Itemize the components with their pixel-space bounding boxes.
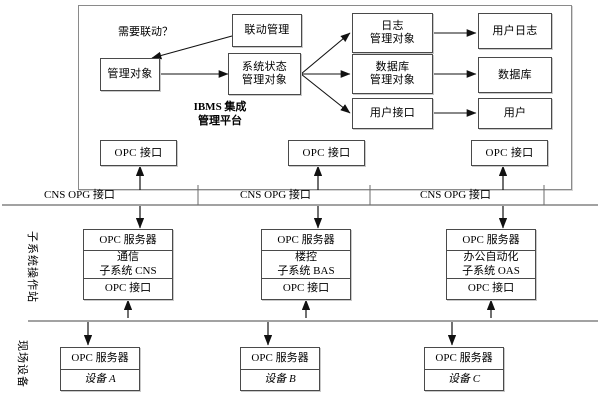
bus-label-3: CNS OPG 接口 bbox=[420, 189, 491, 201]
subsystem-bas[interactable]: OPC 服务器 楼控 子系统 BAS OPC 接口 bbox=[261, 229, 351, 300]
box-platform-opc-interface-3-label: OPC 接口 bbox=[485, 146, 534, 159]
box-platform-opc-interface-2-label: OPC 接口 bbox=[302, 146, 351, 159]
annotation-need-linkage: 需要联动？ bbox=[118, 26, 173, 38]
subsystem-oas-name: 办公自动化 子系统 OAS bbox=[447, 251, 535, 279]
device-b-label: 设备 B bbox=[264, 373, 296, 386]
box-platform-opc-interface-2[interactable]: OPC 接口 bbox=[288, 140, 365, 166]
box-user[interactable]: 用户 bbox=[478, 98, 552, 129]
device-c[interactable]: OPC 服务器 设备 C bbox=[424, 347, 504, 391]
box-log-manage-object-line2: 管理对象 bbox=[369, 33, 416, 45]
box-database-label: 数据库 bbox=[498, 68, 532, 81]
subsystem-oas[interactable]: OPC 服务器 办公自动化 子系统 OAS OPC 接口 bbox=[446, 229, 536, 300]
subsystem-cns-server: OPC 服务器 bbox=[84, 230, 172, 252]
box-platform-opc-interface-3[interactable]: OPC 接口 bbox=[471, 140, 548, 166]
device-b[interactable]: OPC 服务器 设备 B bbox=[240, 347, 320, 391]
ibms-platform-container bbox=[78, 5, 572, 190]
box-user-interface[interactable]: 用户接口 bbox=[352, 98, 433, 129]
box-user-log[interactable]: 用户日志 bbox=[478, 13, 552, 49]
box-system-state-object-line2: 管理对象 bbox=[241, 74, 288, 86]
bus-label-2: CNS OPG 接口 bbox=[240, 189, 311, 201]
box-manage-object-label: 管理对象 bbox=[107, 68, 153, 81]
device-a-server: OPC 服务器 bbox=[61, 348, 139, 370]
device-c-server: OPC 服务器 bbox=[425, 348, 503, 370]
box-db-manage-object[interactable]: 数据库 管理对象 bbox=[352, 54, 433, 94]
side-label-field-devices: 现场设备 bbox=[16, 340, 28, 388]
box-database[interactable]: 数据库 bbox=[478, 57, 552, 93]
ibms-caption-line1: IBMS 集成 bbox=[193, 101, 247, 113]
box-system-state-object-line1: 系统状态 bbox=[241, 61, 288, 74]
subsystem-cns[interactable]: OPC 服务器 通信 子系统 CNS OPC 接口 bbox=[83, 229, 173, 300]
box-user-label: 用户 bbox=[503, 107, 527, 120]
device-a[interactable]: OPC 服务器 设备 A bbox=[60, 347, 140, 391]
device-c-label: 设备 C bbox=[447, 373, 481, 386]
side-label-subsystem-station: 子系统操作站 bbox=[26, 231, 38, 303]
subsystem-oas-server: OPC 服务器 bbox=[447, 230, 535, 252]
subsystem-cns-interface: OPC 接口 bbox=[104, 282, 152, 295]
device-b-server: OPC 服务器 bbox=[241, 348, 319, 370]
box-db-manage-object-line2: 管理对象 bbox=[369, 74, 416, 86]
box-manage-object[interactable]: 管理对象 bbox=[100, 58, 160, 91]
box-linkage-manage-label: 联动管理 bbox=[244, 24, 290, 37]
box-user-interface-label: 用户接口 bbox=[369, 107, 416, 120]
box-user-log-label: 用户日志 bbox=[492, 24, 538, 37]
box-system-state-object[interactable]: 系统状态 管理对象 bbox=[228, 53, 301, 95]
box-db-manage-object-line1: 数据库 bbox=[375, 61, 410, 74]
subsystem-bas-server: OPC 服务器 bbox=[262, 230, 350, 252]
box-log-manage-object[interactable]: 日志 管理对象 bbox=[352, 13, 433, 53]
box-platform-opc-interface-1-label: OPC 接口 bbox=[114, 146, 163, 159]
ibms-caption-line2: 管理平台 bbox=[198, 115, 242, 127]
box-log-manage-object-line1: 日志 bbox=[381, 20, 404, 33]
box-linkage-manage[interactable]: 联动管理 bbox=[232, 14, 302, 47]
bus-label-1: CNS OPG 接口 bbox=[44, 189, 115, 201]
box-platform-opc-interface-1[interactable]: OPC 接口 bbox=[100, 140, 177, 166]
subsystem-oas-interface: OPC 接口 bbox=[467, 282, 515, 295]
subsystem-bas-name: 楼控 子系统 BAS bbox=[262, 251, 350, 279]
subsystem-bas-interface: OPC 接口 bbox=[282, 282, 330, 295]
subsystem-cns-name: 通信 子系统 CNS bbox=[84, 251, 172, 279]
device-a-label: 设备 A bbox=[84, 373, 116, 386]
